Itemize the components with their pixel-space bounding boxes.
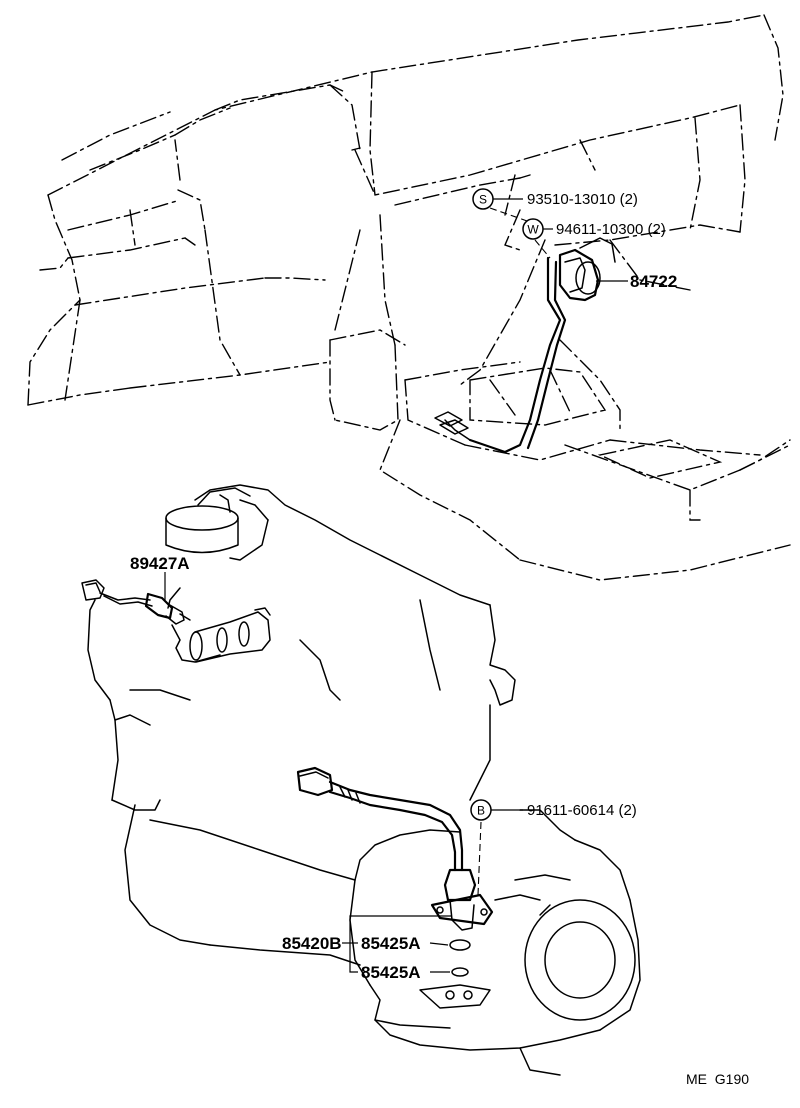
bolt-symbol-circle	[470, 799, 492, 821]
washer-symbol: W	[527, 223, 539, 237]
oil-filler-cap	[165, 487, 251, 554]
diagram-code: ME G190	[686, 1071, 749, 1087]
speed-sensor-assy	[296, 766, 494, 931]
o-ring-lower-part-number: 85425A	[361, 963, 421, 982]
water-temp-sensor	[81, 579, 271, 663]
o-ring-upper-part-number: 85425A	[361, 934, 421, 953]
speed-sensor-assy-part-number: 85420B	[282, 934, 342, 953]
center-console-outline	[379, 239, 791, 581]
washer-symbol-circle	[522, 218, 544, 240]
screw-callout: S 93510-13010 (2)	[472, 188, 638, 210]
screw-part-number: 93510-13010 (2)	[527, 191, 638, 208]
engine-block-outline	[87, 484, 516, 966]
bolt-symbol: B	[477, 804, 485, 818]
bolt-part-number: 91611-60614 (2)	[527, 802, 637, 819]
bolt-callout: B 91611-60614 (2)	[470, 799, 637, 821]
leader-lines	[164, 198, 628, 973]
washer-part-number: 94611-10300 (2)	[556, 221, 666, 238]
water-temp-sensor-part-number: 89427A	[130, 554, 190, 573]
transmission-outline	[349, 809, 641, 1076]
o-rings	[449, 939, 471, 977]
screw-symbol-circle	[472, 188, 494, 210]
speedometer-sensor	[434, 237, 616, 454]
washer-callout: W 94611-10300 (2)	[522, 218, 666, 240]
instrument-panel-outline	[27, 14, 784, 431]
screw-symbol: S	[479, 193, 487, 207]
speedometer-sensor-part-number: 84722	[630, 272, 677, 291]
